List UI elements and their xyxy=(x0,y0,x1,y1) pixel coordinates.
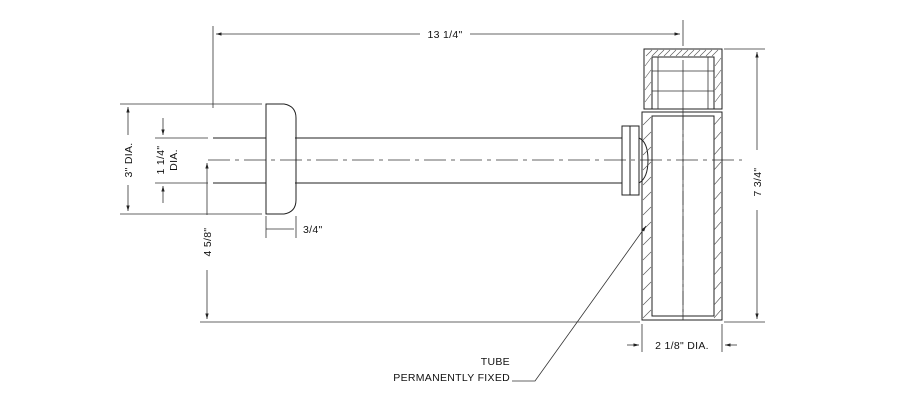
dim-flange-dia: 3" DIA. xyxy=(120,103,262,215)
dim-overall-length-text: 13 1/4" xyxy=(427,29,462,41)
tube-callout: TUBE PERMANENTLY FIXED xyxy=(393,225,647,384)
dim-inlet-dia-value: 1 1/4" xyxy=(155,146,167,175)
dim-flange-thickness: 3/4" xyxy=(265,216,323,238)
dim-overall-height: 7 3/4" xyxy=(724,48,765,323)
cap-hatching xyxy=(644,49,722,103)
dim-inlet-height-text: 4 5/8" xyxy=(202,228,214,257)
slip-nut xyxy=(621,125,649,196)
dim-flange-dia-text: 3" DIA. xyxy=(123,142,135,177)
dim-inlet-dia: 1 1/4" DIA. xyxy=(155,118,208,203)
bottle-body xyxy=(641,60,723,321)
inlet-tube xyxy=(208,137,742,184)
body-hatching xyxy=(642,116,722,319)
dim-body-dia-text: 2 1/8" DIA. xyxy=(655,340,709,352)
dim-inlet-height: 4 5/8" xyxy=(200,163,640,323)
dim-inlet-dia-label: DIA. xyxy=(168,149,180,171)
dim-flange-thickness-text: 3/4" xyxy=(303,224,323,236)
dim-body-dia: 2 1/8" DIA. xyxy=(627,324,737,352)
dim-overall-length: 13 1/4" xyxy=(212,20,684,108)
callout-line-1: TUBE xyxy=(481,356,510,368)
wall-flange xyxy=(265,103,297,215)
callout-line-2: PERMANENTLY FIXED xyxy=(393,372,510,384)
dim-overall-height-text: 7 3/4" xyxy=(752,168,764,197)
